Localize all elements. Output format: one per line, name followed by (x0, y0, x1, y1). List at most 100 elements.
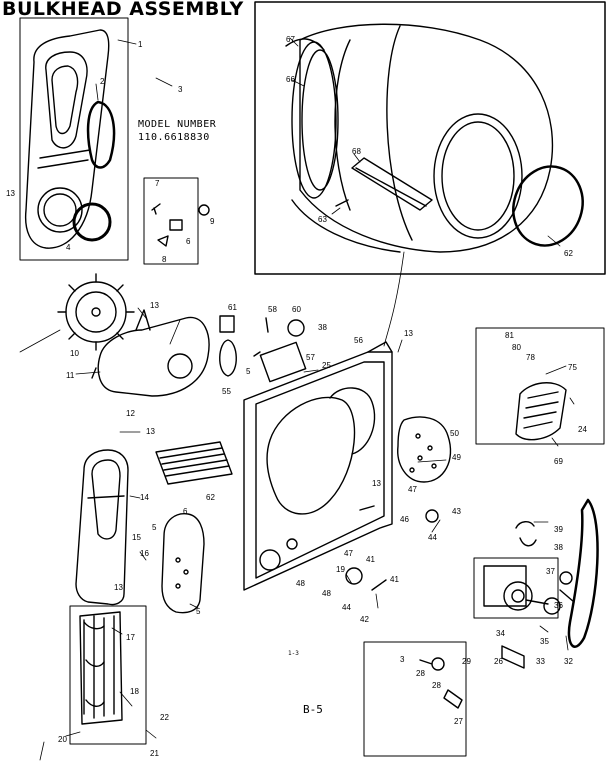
callout-67: 67 (286, 35, 295, 44)
callout-2: 2 (100, 77, 105, 86)
callout-22: 22 (160, 713, 169, 722)
blower-housing-part (91, 309, 210, 397)
callout-38b: 38 (554, 543, 563, 552)
callout-47b: 47 (344, 549, 353, 558)
callout-6b: 6 (183, 507, 188, 516)
idler-pulley-parts (419, 657, 463, 709)
callout-6: 6 (186, 237, 191, 246)
motor-group-box (473, 557, 559, 619)
gasket-part-4 (72, 202, 112, 242)
small-reference-mark: 1-3 (288, 650, 299, 657)
callout-57: 57 (306, 353, 315, 362)
callout-44a: 44 (428, 533, 437, 542)
callout-21: 21 (150, 749, 159, 758)
callout-39: 39 (554, 525, 563, 534)
diagram-title: BULKHEAD ASSEMBLY (2, 0, 244, 20)
callout-48a: 48 (296, 579, 305, 588)
callout-36: 36 (554, 601, 563, 610)
callout-13b: 13 (150, 301, 159, 310)
drum-seal-part (512, 165, 584, 247)
callout-1: 1 (138, 40, 143, 49)
drum-group-box (254, 1, 606, 275)
callout-19: 19 (336, 565, 345, 574)
callout-75: 75 (568, 363, 577, 372)
drive-belt-part (567, 498, 599, 648)
callout-46: 46 (400, 515, 409, 524)
callout-62b: 62 (206, 493, 215, 502)
inlet-duct-part (24, 29, 110, 249)
callout-28b: 28 (432, 681, 441, 690)
model-number-block: MODEL NUMBER 110.6618830 (138, 118, 216, 144)
leader-lines (19, 37, 575, 761)
callout-78: 78 (526, 353, 535, 362)
callout-43: 43 (452, 507, 461, 516)
lint-screen-part (397, 416, 452, 483)
callout-8: 8 (162, 255, 167, 264)
callout-13d: 13 (146, 427, 155, 436)
blower-wheel-part (57, 273, 135, 351)
callout-38: 38 (318, 323, 327, 332)
callout-13a: 13 (6, 189, 15, 198)
callout-49: 49 (452, 453, 461, 462)
callout-12: 12 (126, 409, 135, 418)
bulkhead-panel-part (243, 341, 393, 591)
callout-35: 35 (540, 637, 549, 646)
felt-seal-part (155, 441, 233, 485)
callout-5b: 5 (152, 523, 157, 532)
callout-11: 11 (66, 371, 75, 380)
callout-34: 34 (496, 629, 505, 638)
callout-20: 20 (58, 735, 67, 744)
hardware-group-box (143, 177, 199, 265)
callout-48b: 48 (322, 589, 331, 598)
callout-5a: 5 (246, 367, 251, 376)
callout-68: 68 (352, 147, 361, 156)
model-number-label: MODEL NUMBER (138, 119, 217, 130)
idler-group-box (363, 641, 467, 757)
callout-5c: 5 (196, 607, 201, 616)
callout-13f: 13 (372, 479, 381, 488)
callout-labels: 1 2 3 13 4 7 9 6 8 67 66 68 63 62 13 10 … (6, 35, 587, 758)
callout-27: 27 (454, 717, 463, 726)
callout-24: 24 (578, 425, 587, 434)
callout-47: 47 (408, 485, 417, 494)
thermostat-parts (219, 315, 307, 383)
callout-3: 3 (178, 85, 183, 94)
heater-element-part (79, 611, 123, 725)
gasket-part-2 (86, 100, 116, 169)
callout-61: 61 (228, 303, 237, 312)
callout-3b: 3 (400, 655, 405, 664)
idler-parts (559, 571, 575, 603)
callout-16: 16 (140, 549, 149, 558)
callout-7: 7 (155, 179, 160, 188)
callout-14: 14 (140, 493, 149, 502)
callout-60: 60 (292, 305, 301, 314)
drum-part (285, 23, 554, 253)
callout-63: 63 (318, 215, 327, 224)
callout-81b: 81 (505, 331, 514, 340)
callout-18: 18 (130, 687, 139, 696)
callout-41b: 41 (390, 575, 399, 584)
mount-bracket-part (501, 645, 525, 669)
inlet-duct-group-box (19, 17, 129, 261)
callout-80: 80 (512, 343, 521, 352)
heater-group-box (69, 605, 147, 745)
callout-25: 25 (322, 361, 331, 370)
callout-37: 37 (546, 567, 555, 576)
motor-clip-part (515, 521, 537, 547)
callout-62a: 62 (564, 249, 573, 258)
callout-29: 29 (462, 657, 471, 666)
callout-15: 15 (132, 533, 141, 542)
exhaust-duct-part (75, 449, 129, 606)
vent-duct-part (161, 513, 205, 614)
callout-66: 66 (286, 75, 295, 84)
callout-69: 69 (554, 457, 563, 466)
callout-33: 33 (536, 657, 545, 666)
callout-13c: 13 (404, 329, 413, 338)
model-number-value: 110.6618830 (138, 132, 210, 143)
callout-28a: 28 (416, 669, 425, 678)
hardware-parts (151, 203, 210, 247)
callout-9: 9 (210, 217, 215, 226)
callout-10: 10 (70, 349, 79, 358)
callout-56: 56 (354, 336, 363, 345)
